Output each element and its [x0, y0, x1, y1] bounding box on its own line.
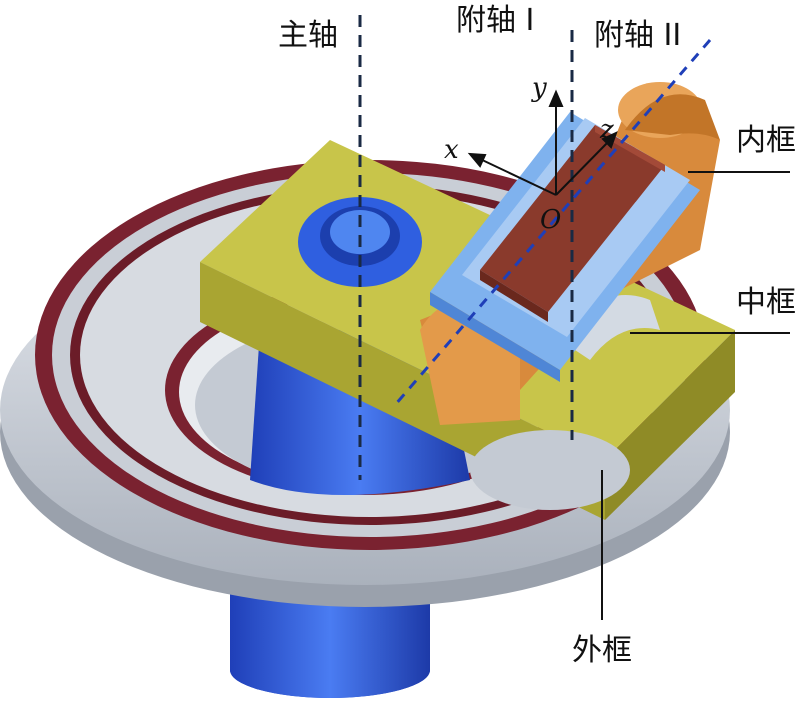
x-axis-label: x	[444, 135, 459, 165]
main-axis-label: 主轴	[278, 18, 338, 53]
coordinate-frame	[467, 89, 618, 196]
aux-axis-1-label: 附轴 I	[456, 3, 534, 38]
aux-axis-2-label: 附轴 II	[594, 18, 681, 53]
z-axis-label: z	[599, 115, 614, 145]
leader-lines	[601, 171, 790, 620]
origin-label: O	[540, 205, 561, 235]
outer-frame-label: 外框	[572, 633, 632, 668]
inner-frame	[430, 112, 700, 382]
inner-frame-label: 内框	[736, 123, 796, 158]
middle-frame-label: 中框	[736, 285, 796, 320]
y-axis-label: y	[531, 73, 547, 103]
aux-axis-2-line	[393, 39, 712, 406]
axis-lines	[358, 15, 712, 480]
